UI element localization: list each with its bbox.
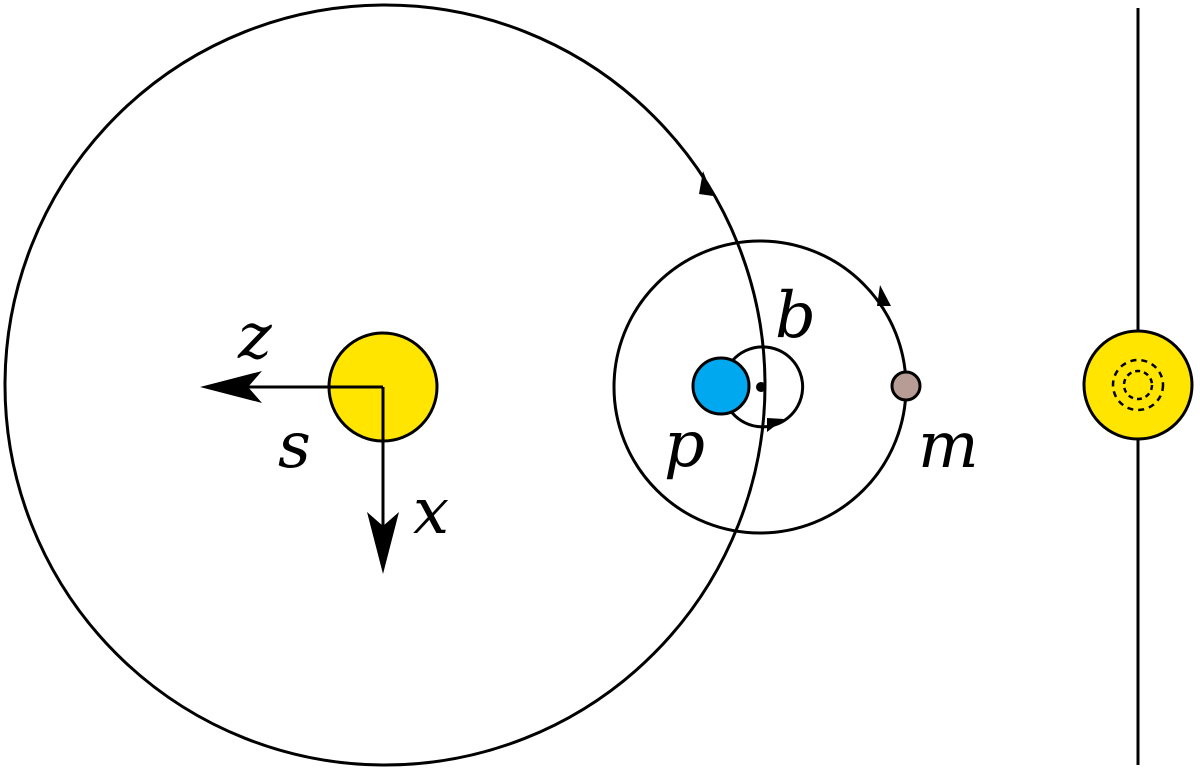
planet-orbit <box>728 345 805 429</box>
z-axis-arrowhead <box>200 371 262 403</box>
moon <box>890 370 922 402</box>
moon-orbit-arrow <box>877 285 891 306</box>
barycenter-orbit-arrow <box>699 171 713 196</box>
label-b: b <box>775 279 816 353</box>
x-axis-arrowhead <box>367 512 399 574</box>
label-z: z <box>237 300 273 374</box>
planet-orbit-arrow <box>767 418 784 432</box>
label-p: p <box>664 408 705 482</box>
side-view-transit-outer <box>1111 358 1165 412</box>
side-view-star <box>1082 329 1194 441</box>
label-m: m <box>918 409 979 483</box>
label-s: s <box>278 409 311 483</box>
side-view-transit-inner <box>1122 369 1154 401</box>
label-x: x <box>413 475 449 549</box>
barycenter-point <box>756 382 766 392</box>
planet <box>691 356 751 416</box>
